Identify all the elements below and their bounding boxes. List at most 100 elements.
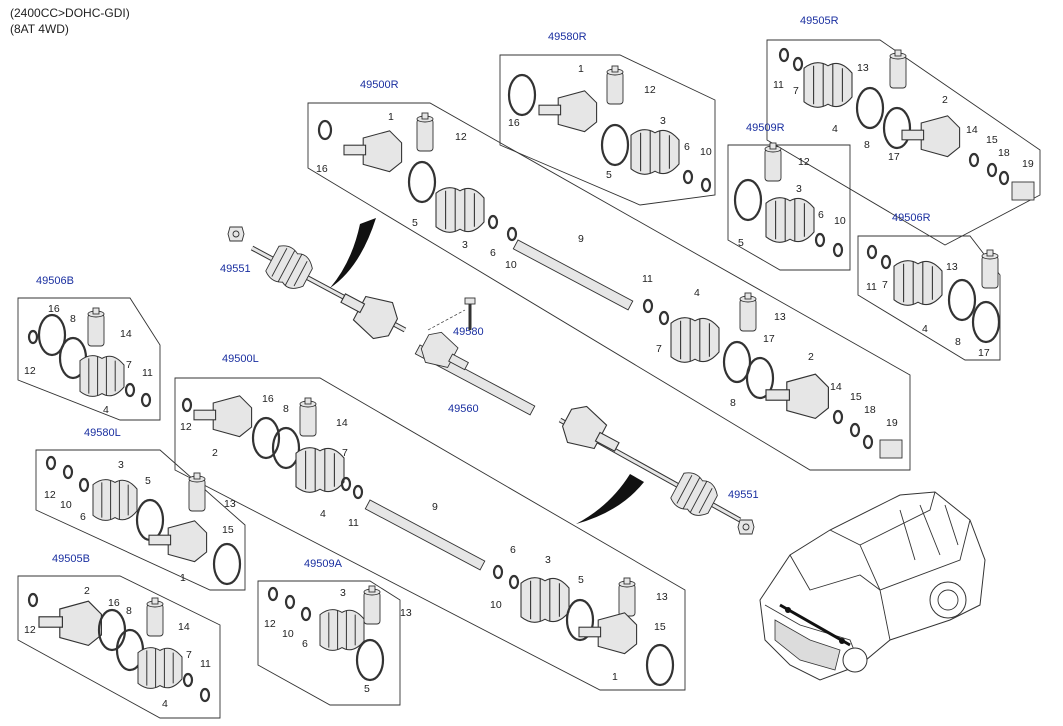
svg-text:17: 17 <box>978 347 990 359</box>
svg-text:6: 6 <box>80 511 86 523</box>
svg-text:15: 15 <box>986 134 998 146</box>
svg-text:6: 6 <box>510 544 516 556</box>
frame-49580R <box>499 54 716 206</box>
ref-49580L[interactable]: 49580L <box>84 427 121 439</box>
ref-49506B[interactable]: 49506B <box>36 275 74 287</box>
ref-49580R[interactable]: 49580R <box>548 31 587 43</box>
svg-text:11: 11 <box>200 658 211 670</box>
svg-text:8: 8 <box>730 397 736 409</box>
svg-text:8: 8 <box>126 605 132 617</box>
svg-text:8: 8 <box>70 313 76 325</box>
part-callouts: 11 7 4 13 8 17 2 14 15 18 19 1 12 16 3 6… <box>24 62 1034 710</box>
svg-text:2: 2 <box>84 585 90 597</box>
frame-49509R <box>727 144 851 271</box>
svg-text:11: 11 <box>348 517 359 529</box>
svg-text:12: 12 <box>644 84 656 96</box>
svg-text:12: 12 <box>798 156 810 168</box>
svg-text:5: 5 <box>578 574 584 586</box>
ref-49560[interactable]: 49560 <box>448 403 479 415</box>
svg-text:12: 12 <box>24 365 36 377</box>
svg-text:4: 4 <box>922 323 928 335</box>
svg-text:8: 8 <box>955 336 961 348</box>
svg-text:16: 16 <box>316 163 328 175</box>
svg-text:15: 15 <box>222 524 234 536</box>
svg-text:3: 3 <box>796 183 802 195</box>
svg-text:13: 13 <box>857 62 869 74</box>
svg-text:5: 5 <box>738 237 744 249</box>
ref-49551-left[interactable]: 49551 <box>220 263 251 275</box>
svg-text:16: 16 <box>48 303 60 315</box>
transmission-spec-label: (8AT 4WD) <box>10 22 69 36</box>
frame-49500L <box>174 377 686 691</box>
svg-text:5: 5 <box>364 683 370 695</box>
svg-text:3: 3 <box>660 115 666 127</box>
ref-49506R[interactable]: 49506R <box>892 212 931 224</box>
drive-shaft-icon <box>227 218 755 571</box>
svg-text:10: 10 <box>282 628 294 640</box>
svg-text:5: 5 <box>412 217 418 229</box>
ref-49580[interactable]: 49580 <box>453 326 484 338</box>
svg-text:10: 10 <box>834 215 846 227</box>
svg-text:8: 8 <box>864 139 870 151</box>
svg-text:2: 2 <box>212 447 218 459</box>
svg-text:11: 11 <box>866 281 877 293</box>
svg-text:7: 7 <box>126 359 132 371</box>
svg-text:7: 7 <box>186 649 192 661</box>
ref-49500L[interactable]: 49500L <box>222 353 259 365</box>
svg-text:8: 8 <box>283 403 289 415</box>
svg-text:2: 2 <box>942 94 948 106</box>
svg-text:13: 13 <box>224 498 236 510</box>
svg-text:19: 19 <box>1022 158 1034 170</box>
ref-49500R[interactable]: 49500R <box>360 79 399 91</box>
ref-49505B[interactable]: 49505B <box>52 553 90 565</box>
svg-text:7: 7 <box>656 343 662 355</box>
svg-text:15: 15 <box>850 391 862 403</box>
svg-text:16: 16 <box>262 393 274 405</box>
ref-49509A[interactable]: 49509A <box>304 558 343 570</box>
svg-text:17: 17 <box>888 151 900 163</box>
ref-49505R[interactable]: 49505R <box>800 15 839 27</box>
frame-49505B <box>17 575 221 719</box>
frame-49505R <box>766 39 1041 246</box>
svg-text:3: 3 <box>118 459 124 471</box>
svg-text:16: 16 <box>108 597 120 609</box>
svg-text:3: 3 <box>462 239 468 251</box>
svg-text:4: 4 <box>832 123 838 135</box>
ref-49509R[interactable]: 49509R <box>746 122 785 134</box>
svg-text:13: 13 <box>774 311 786 323</box>
svg-text:1: 1 <box>578 63 584 75</box>
svg-text:15: 15 <box>654 621 666 633</box>
svg-text:12: 12 <box>24 624 36 636</box>
svg-text:13: 13 <box>656 591 668 603</box>
svg-text:1: 1 <box>388 111 394 123</box>
svg-text:2: 2 <box>808 351 814 363</box>
svg-text:4: 4 <box>162 698 168 710</box>
svg-text:12: 12 <box>180 421 192 433</box>
svg-text:7: 7 <box>793 85 799 97</box>
svg-text:5: 5 <box>145 475 151 487</box>
frame-49506R <box>857 235 1001 361</box>
svg-text:3: 3 <box>545 554 551 566</box>
svg-text:6: 6 <box>684 141 690 153</box>
suv-vehicle-icon <box>759 491 986 681</box>
svg-text:16: 16 <box>508 117 520 129</box>
svg-text:6: 6 <box>302 638 308 650</box>
svg-text:12: 12 <box>44 489 56 501</box>
frame-49580L <box>35 449 246 591</box>
frame-49506B <box>17 297 161 421</box>
svg-text:11: 11 <box>642 273 653 285</box>
svg-text:18: 18 <box>998 147 1010 159</box>
svg-text:5: 5 <box>606 169 612 181</box>
svg-text:9: 9 <box>432 501 438 513</box>
svg-text:18: 18 <box>864 404 876 416</box>
svg-text:4: 4 <box>320 508 326 520</box>
ref-49551-right[interactable]: 49551 <box>728 489 759 501</box>
svg-text:12: 12 <box>455 131 467 143</box>
svg-text:12: 12 <box>264 618 276 630</box>
svg-text:4: 4 <box>103 404 109 416</box>
svg-text:17: 17 <box>763 333 775 345</box>
svg-text:14: 14 <box>830 381 842 393</box>
svg-text:6: 6 <box>818 209 824 221</box>
svg-text:14: 14 <box>178 621 190 633</box>
